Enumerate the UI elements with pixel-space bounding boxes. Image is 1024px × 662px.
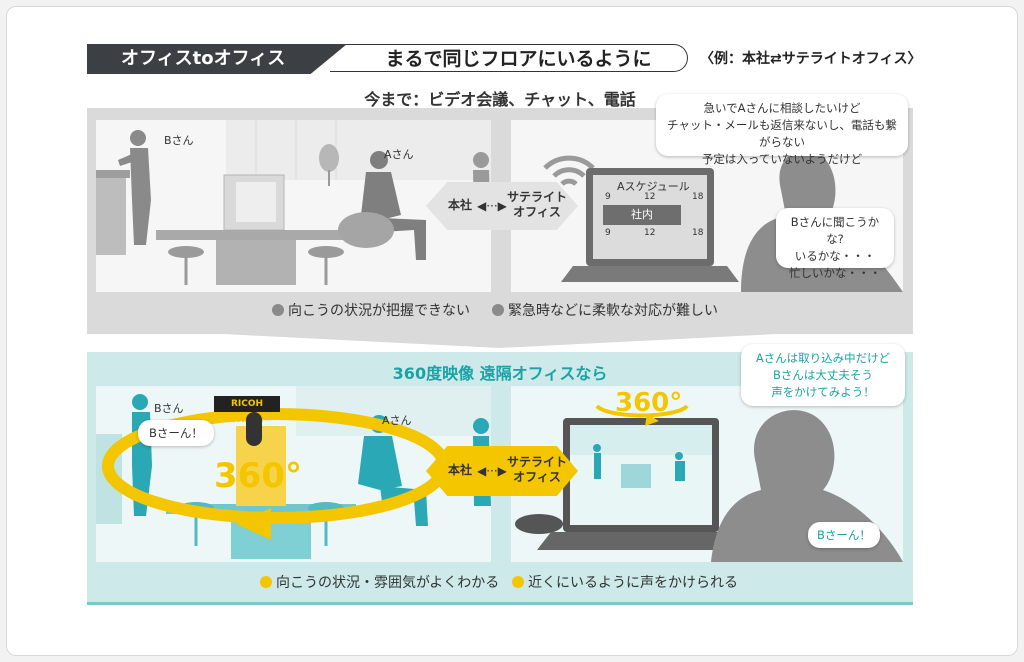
bottom-person-a-label: Aさん <box>382 414 412 427</box>
bubble2-line1: Bさんに聞こうかな? <box>790 215 880 246</box>
bottom-speech-b: Bさーん！ <box>138 420 214 446</box>
wifi-icon <box>543 155 595 186</box>
top-satellite-label: サテライト オフィス <box>506 190 567 219</box>
bottom-hq-label: 本社 <box>447 463 472 477</box>
bubble2-line2: いるかな・・・ <box>794 249 876 263</box>
schedule-tick-18: 18 <box>692 192 704 202</box>
bottom-caption-1-text: 向こうの状況・雰囲気がよくわかる <box>276 575 500 591</box>
bidirectional-arrow-icon: ◀···▶ <box>477 464 507 478</box>
bullet-icon <box>512 576 524 588</box>
bottom-caption-2-text: 近くにいるように声をかけられる <box>528 575 738 591</box>
title-example: 〈例：本社⇄サテライトオフィス〉 <box>700 51 922 67</box>
title-label: オフィスtoオフィス <box>87 44 347 74</box>
top-caption-1-text: 向こうの状況が把握できない <box>288 303 470 319</box>
top-caption-1: 向こうの状況が把握できない <box>272 300 470 320</box>
speakerphone-icon <box>515 514 563 534</box>
ricoh-theta-camera-icon <box>246 412 262 446</box>
top-hq-illustration <box>96 120 491 292</box>
schedule-tick-12b: 12 <box>644 228 656 238</box>
bidirectional-arrow-icon: ◀···▶ <box>477 199 507 213</box>
bubble1-line3: 予定は入っていないようだけど <box>701 152 863 166</box>
bottom-person-b-label: Bさん <box>154 402 184 415</box>
bottom-satellite-scene: 360° <box>511 386 903 562</box>
schedule-tick-9: 9 <box>605 192 611 202</box>
schedule-item: 社内 <box>603 205 681 225</box>
bubble1-line1: 急いでAさんに相談したいけど <box>703 101 861 115</box>
bullet-icon <box>260 576 272 588</box>
schedule-tick-18b: 18 <box>692 228 704 238</box>
top-person-b-label: Bさん <box>164 134 194 147</box>
top-person-a-label: Aさん <box>384 148 414 161</box>
top-caption-2-text: 緊急時などに柔軟な対応が難しい <box>508 303 718 319</box>
bullet-icon <box>272 304 284 316</box>
bottom-heading: 360度映像 遠隔オフィスなら <box>392 364 608 383</box>
schedule-title: Aスケジュール <box>617 180 690 193</box>
title-bar: まるで同じフロアにいるように オフィスtoオフィス <box>87 44 691 74</box>
bottom-satellite-label: サテライト オフィス <box>506 455 567 484</box>
top-hq-scene: Bさん Aさん <box>96 120 491 292</box>
bottom-caption-2: 近くにいるように声をかけられる <box>512 572 738 592</box>
bottom-degree-right: 360° <box>615 388 683 418</box>
bottom-thought-bubble: Aさんは取り込み中だけど Bさんは大丈夫そう 声をかけてみよう！ <box>741 344 905 406</box>
top-heading: 今まで：ビデオ会議、チャット、電話 <box>364 90 636 109</box>
bubble2-line3: 忙しいかな・・・ <box>789 266 881 280</box>
camera-label: RICOH THETA <box>214 396 280 425</box>
top-thought-bubble-1: 急いでAさんに相談したいけど チャット・メールも返信来ないし、電話も繋がらない … <box>656 94 908 166</box>
bottom-bubble-line3: 声をかけてみよう！ <box>771 385 875 399</box>
bottom-bubble-line1: Aさんは取り込み中だけど <box>755 351 891 365</box>
bullet-icon <box>492 304 504 316</box>
top-caption-2: 緊急時などに柔軟な対応が難しい <box>492 300 718 320</box>
schedule-tick-12: 12 <box>644 192 656 202</box>
title-subtitle: まるで同じフロアにいるように <box>330 44 688 72</box>
laptop-icon <box>537 418 747 550</box>
bottom-caption-1: 向こうの状況・雰囲気がよくわかる <box>260 572 499 592</box>
top-connector <box>426 182 578 230</box>
bottom-speech-bubble: Bさーん！ <box>808 522 880 548</box>
schedule-tick-9b: 9 <box>605 228 611 238</box>
bottom-degree-left: 360° <box>214 456 302 496</box>
bottom-bubble-line2: Bさんは大丈夫そう <box>773 368 873 382</box>
bubble1-line2: チャット・メールも返信来ないし、電話も繋がらない <box>667 118 897 149</box>
bottom-connector <box>426 446 578 496</box>
top-hq-label: 本社 <box>447 198 472 212</box>
top-thought-bubble-2: Bさんに聞こうかな? いるかな・・・ 忙しいかな・・・ <box>776 208 894 280</box>
